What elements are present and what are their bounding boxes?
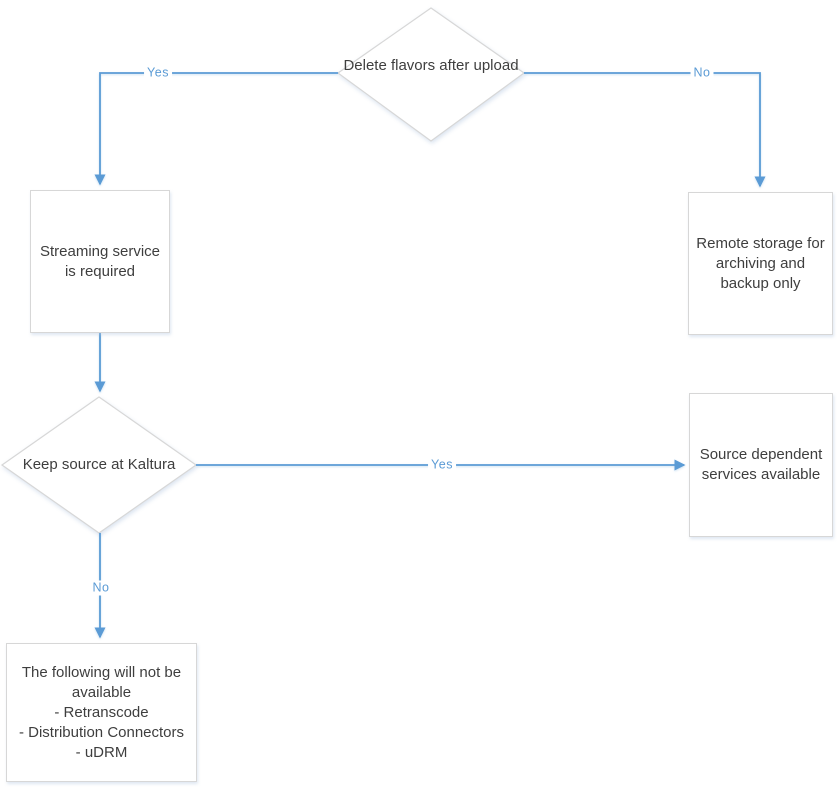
- node-not-available-title: The following will not be available: [21, 663, 182, 701]
- node-source-dependent: Source dependent services available: [689, 393, 833, 537]
- connectors-group: [94, 72, 766, 639]
- decision-keep-source-label: Keep source at Kaltura: [22, 456, 176, 473]
- node-source-dependent-label: Source dependent services available: [699, 446, 823, 483]
- edge-label-keep-yes: Yes: [428, 457, 456, 473]
- node-not-available-item-udrm: - uDRM: [75, 743, 128, 761]
- node-remote-storage-label: Remote storage for archiving and backup …: [696, 234, 825, 292]
- node-not-available-item-retranscode: - Retranscode: [54, 703, 149, 721]
- node-streaming-service: Streaming service is required: [30, 190, 170, 333]
- edge-label-delete-yes: Yes: [144, 65, 172, 81]
- edge-label-keep-no: No: [89, 580, 113, 596]
- node-not-available-item-distribution: - Distribution Connectors: [18, 723, 185, 741]
- node-streaming-service-label: Streaming service is required: [39, 242, 161, 280]
- connector-delete-yes: [94, 72, 338, 186]
- decision-delete-flavors-shape: [336, 7, 526, 142]
- node-remote-storage: Remote storage for archiving and backup …: [688, 192, 833, 335]
- decision-delete-flavors-label: Delete flavors after upload: [343, 57, 519, 74]
- decision-keep-source-shape: [0, 396, 198, 534]
- node-not-available: The following will not be available - Re…: [6, 643, 197, 782]
- connector-delete-no: [524, 72, 766, 188]
- edge-label-delete-no: No: [690, 65, 714, 81]
